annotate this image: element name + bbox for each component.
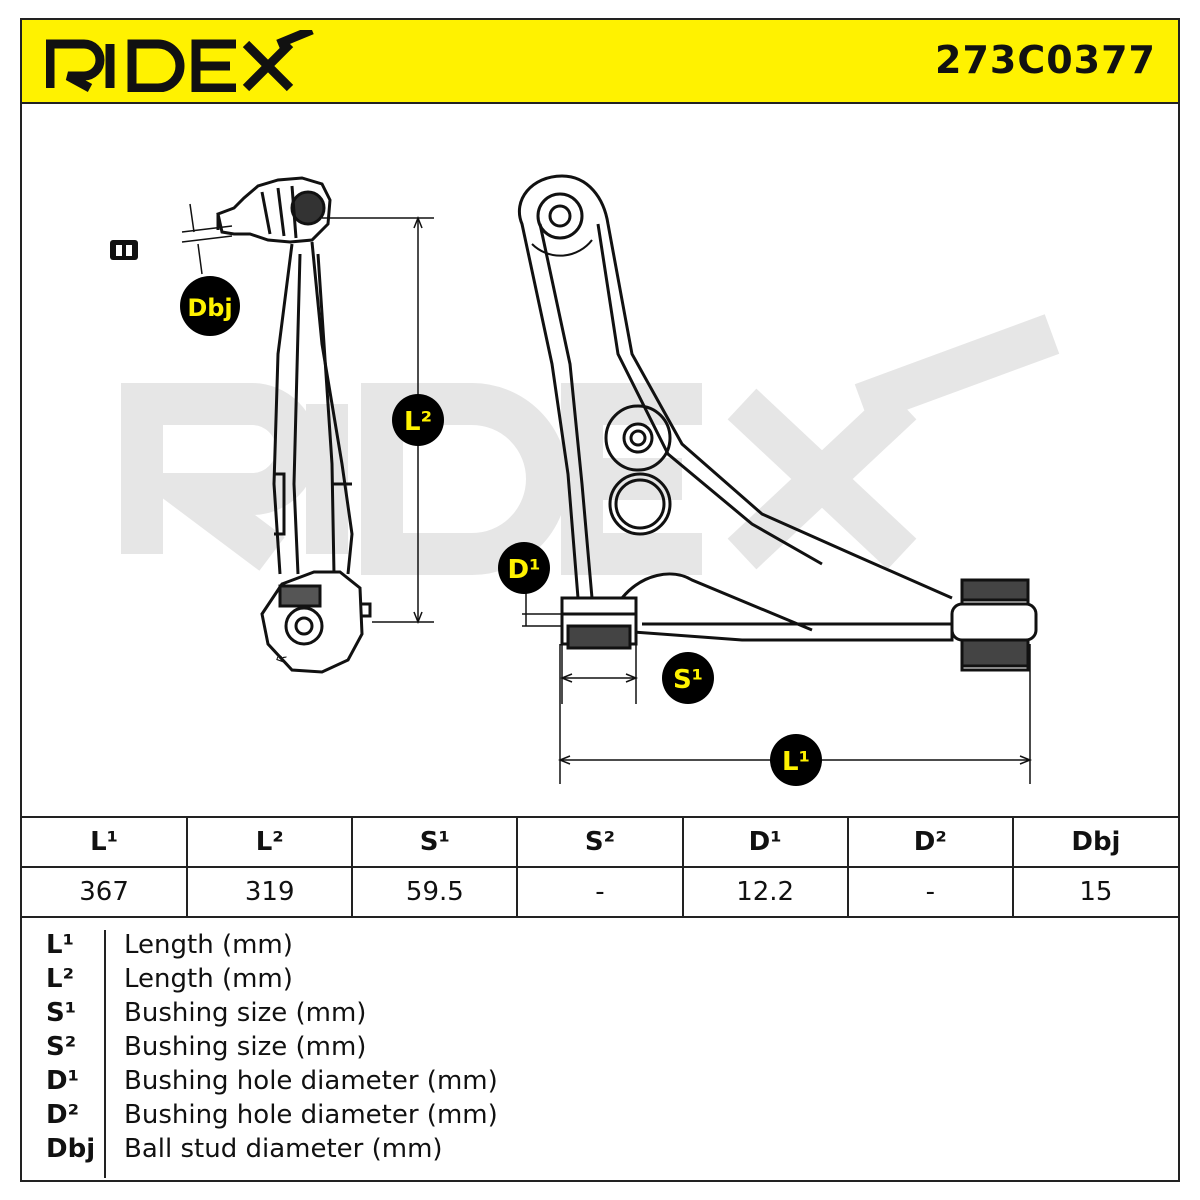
- part-number: 273C0377: [935, 38, 1156, 82]
- ridex-logo: [45, 25, 316, 96]
- legend-desc: Bushing hole diameter (mm): [124, 1100, 498, 1130]
- value-cell-l2: 319: [186, 866, 354, 918]
- value-cell-dbj: 15: [1011, 866, 1178, 918]
- legend-desc: Bushing size (mm): [124, 998, 367, 1028]
- legend-row: D² Bushing hole diameter (mm): [22, 1100, 1178, 1134]
- d1-badge-label: D¹: [508, 555, 541, 585]
- legend-key: Dbj: [46, 1134, 96, 1164]
- s1-dimension: [559, 644, 639, 704]
- legend-row: L² Length (mm): [22, 964, 1178, 998]
- l1-badge: L¹: [770, 734, 822, 786]
- legend-desc: Ball stud diameter (mm): [124, 1134, 443, 1164]
- legend-desc: Bushing size (mm): [124, 1032, 367, 1062]
- legend-divider: [104, 930, 106, 1178]
- legend-key: D¹: [46, 1066, 79, 1096]
- value-cell-d1: 12.2: [681, 866, 849, 918]
- legend-row: S² Bushing size (mm): [22, 1032, 1178, 1066]
- legend-key: L¹: [46, 930, 74, 960]
- value-cell-s1: 59.5: [351, 866, 519, 918]
- legend-desc: Length (mm): [124, 964, 293, 994]
- ridex-watermark: [121, 314, 1060, 575]
- ridex-logo-graphic: [45, 25, 314, 93]
- l1-badge-label: L¹: [782, 747, 810, 777]
- d1-badge: D¹: [498, 542, 550, 594]
- legend-key: S¹: [46, 998, 77, 1028]
- l2-badge: L²: [392, 394, 444, 446]
- legend-row: S¹ Bushing size (mm): [22, 998, 1178, 1032]
- header-bar: 273C0377: [22, 20, 1178, 104]
- technical-drawing: R: [22, 104, 1178, 816]
- legend-key: L²: [46, 964, 74, 994]
- header-cell-d2: D²: [846, 816, 1014, 868]
- header-cell-l2: L²: [186, 816, 354, 868]
- spec-table: L¹ L² S¹ S² D¹ D² Dbj 367 319 59.5 - 12.…: [22, 816, 1178, 918]
- value-cell-l1: 367: [22, 866, 189, 918]
- s1-badge-label: S¹: [673, 665, 703, 695]
- control-arm-side-view: [216, 176, 372, 674]
- control-arm-drawing: R: [110, 174, 1060, 786]
- dbj-badge-label: Dbj: [187, 294, 232, 322]
- s1-badge: S¹: [662, 652, 714, 704]
- header-cell-s1: S¹: [351, 816, 519, 868]
- legend-desc: Length (mm): [124, 930, 293, 960]
- spec-table-value-row: 367 319 59.5 - 12.2 - 15: [22, 866, 1178, 918]
- legend-row: Dbj Ball stud diameter (mm): [22, 1134, 1178, 1168]
- value-cell-s2: -: [516, 866, 684, 918]
- legend-key: S²: [46, 1032, 77, 1062]
- dbj-badge: Dbj: [180, 276, 240, 336]
- legend-desc: Bushing hole diameter (mm): [124, 1066, 498, 1096]
- l2-badge-label: L²: [404, 407, 432, 437]
- header-cell-l1: L¹: [22, 816, 189, 868]
- control-arm-front-view: [517, 174, 1038, 672]
- legend-row: L¹ Length (mm): [22, 930, 1178, 964]
- value-cell-d2: -: [846, 866, 1014, 918]
- header-cell-dbj: Dbj: [1011, 816, 1178, 868]
- spec-table-header-row: L¹ L² S¹ S² D¹ D² Dbj: [22, 816, 1178, 868]
- legend-row: D¹ Bushing hole diameter (mm): [22, 1066, 1178, 1100]
- header-cell-d1: D¹: [681, 816, 849, 868]
- component-icon: [110, 240, 138, 260]
- header-cell-s2: S²: [516, 816, 684, 868]
- dbj-dimension: [181, 203, 233, 275]
- legend-key: D²: [46, 1100, 79, 1130]
- spec-sheet-frame: 273C0377: [20, 18, 1180, 1182]
